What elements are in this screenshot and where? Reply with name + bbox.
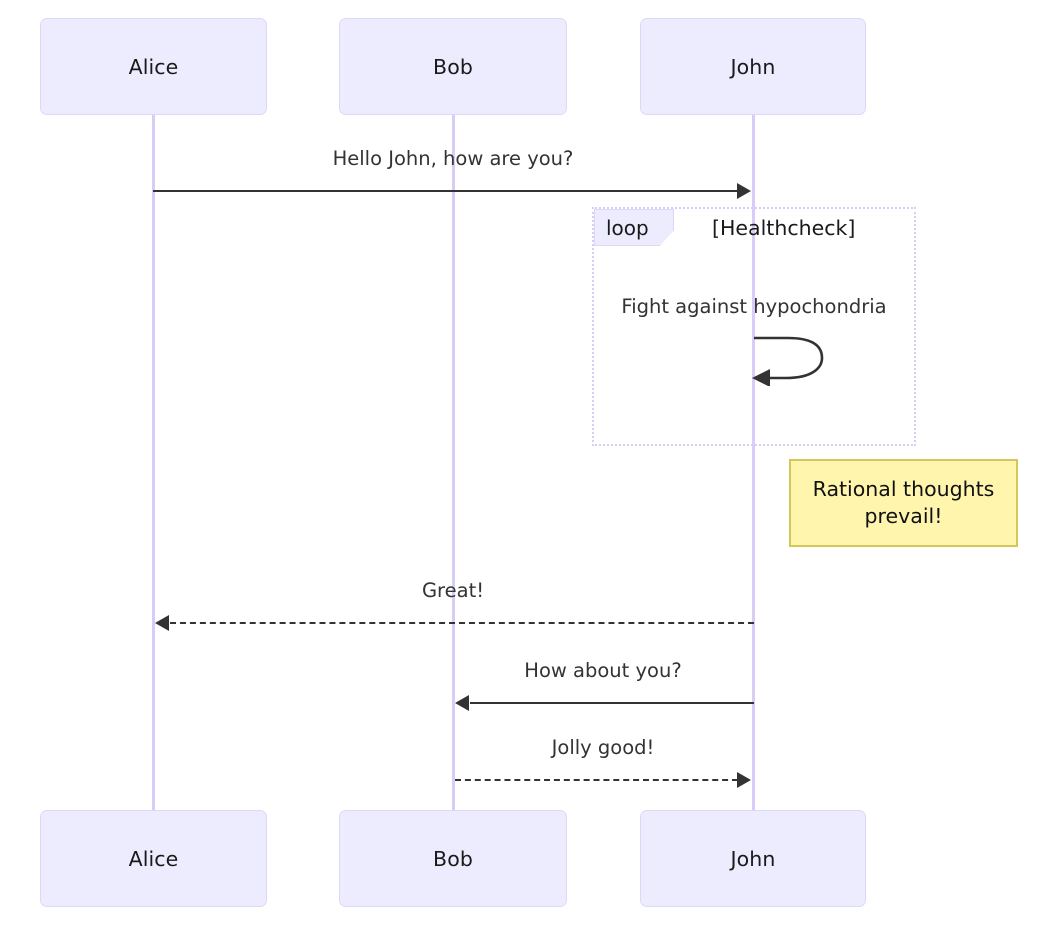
message-arrowhead-hello-john — [737, 183, 751, 199]
loop-fragment-kind-label: loop — [606, 215, 649, 240]
note-line-1: Rational thoughts — [812, 476, 995, 501]
message-arrowhead-jolly-good — [737, 772, 751, 788]
self-message-arrow-john — [752, 336, 824, 386]
actor-box-john-top[interactable]: John — [640, 18, 866, 115]
message-line-jolly-good — [455, 779, 738, 781]
message-label-how-about-you: How about you? — [524, 659, 682, 682]
actor-label-bob-top: Bob — [433, 54, 473, 79]
actor-label-john-top: John — [730, 54, 776, 79]
message-line-how-about-you — [470, 702, 754, 704]
loop-fragment-box — [592, 207, 916, 446]
actor-box-john-bottom[interactable]: John — [640, 810, 866, 907]
lifeline-alice — [152, 114, 155, 812]
message-line-great — [170, 622, 754, 624]
note-rational-thoughts: Rational thoughts prevail! — [789, 459, 1018, 547]
actor-label-john-bottom: John — [730, 846, 776, 871]
lifeline-john — [752, 114, 755, 812]
message-line-hello-john — [153, 190, 739, 192]
actor-box-alice-top[interactable]: Alice — [40, 18, 267, 115]
actor-label-alice-bottom: Alice — [128, 846, 179, 871]
message-arrowhead-how-about-you — [455, 695, 469, 711]
message-label-great: Great! — [421, 579, 485, 602]
actor-box-bob-top[interactable]: Bob — [339, 18, 567, 115]
actor-box-bob-bottom[interactable]: Bob — [339, 810, 567, 907]
actor-label-bob-bottom: Bob — [433, 846, 473, 871]
message-label-hello-john: Hello John, how are you? — [332, 147, 574, 170]
lifeline-bob — [452, 114, 455, 812]
note-line-2: prevail! — [864, 504, 943, 528]
loop-fragment-condition: [Healthcheck] — [712, 216, 856, 240]
actor-label-alice-top: Alice — [128, 54, 179, 79]
message-label-fight-hypochondria: Fight against hypochondria — [621, 295, 887, 318]
loop-fragment-label-tab: loop — [594, 209, 674, 246]
actor-box-alice-bottom[interactable]: Alice — [40, 810, 267, 907]
message-arrowhead-great — [155, 615, 169, 631]
message-label-jolly-good: Jolly good! — [551, 736, 655, 759]
